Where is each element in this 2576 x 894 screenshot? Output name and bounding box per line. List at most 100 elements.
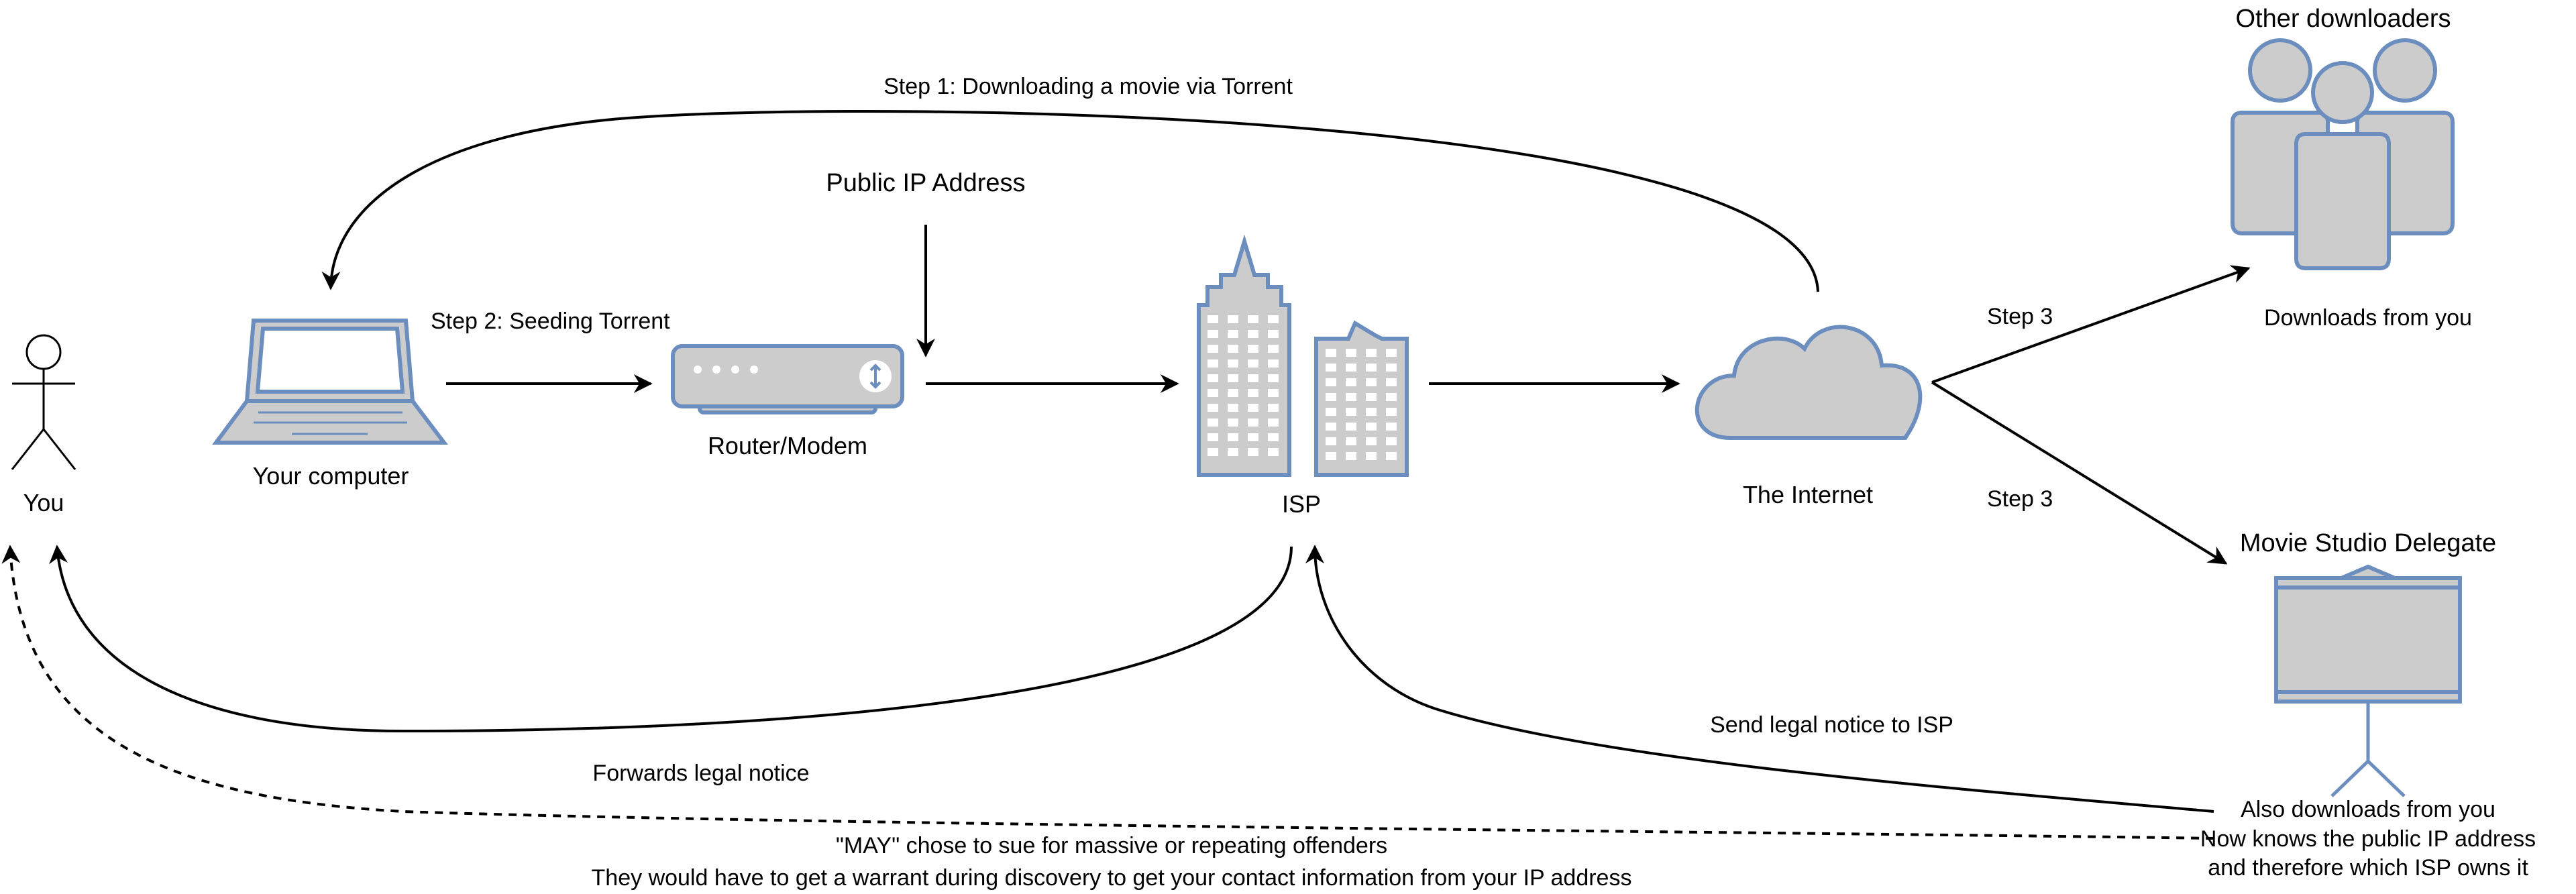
building-window (1228, 433, 1238, 441)
step1-label: Step 1: Downloading a movie via Torrent (883, 74, 1293, 99)
building-window (1248, 374, 1258, 382)
building-window (1268, 433, 1279, 441)
send-notice-arrow (1305, 545, 2214, 813)
building-window (1366, 452, 1377, 460)
cloud-icon (1695, 325, 1923, 440)
building-window (1386, 423, 1397, 431)
building-window (1208, 359, 1218, 368)
laptop-icon (212, 319, 449, 445)
movie-studio-caption-3: and therefore which ISP owns it (2208, 855, 2528, 881)
building-window (1366, 393, 1377, 401)
building-window (1386, 437, 1397, 445)
building-window (1346, 364, 1356, 372)
building-window (1366, 378, 1377, 386)
building-window (1268, 315, 1279, 323)
building-window (1268, 359, 1279, 368)
building-window (1346, 423, 1356, 431)
other-downloaders-label: Other downloaders (2235, 5, 2451, 33)
building-window (1228, 374, 1238, 382)
building-window (1366, 349, 1377, 357)
building-window (1208, 315, 1218, 323)
forwards-notice-label: Forwards legal notice (592, 761, 809, 786)
building-window (1208, 433, 1218, 441)
building-window (1268, 448, 1279, 456)
building-window (1248, 359, 1258, 368)
building-window (1208, 418, 1218, 427)
building-window (1346, 393, 1356, 401)
building-window (1326, 364, 1336, 372)
step1-arrow (321, 110, 1819, 292)
internet-label: The Internet (1743, 481, 1873, 508)
building-window (1386, 378, 1397, 386)
building-window (1248, 448, 1258, 456)
building-window (1268, 345, 1279, 353)
building-window (1228, 389, 1238, 397)
building-window (1208, 345, 1218, 353)
building-window (1268, 404, 1279, 412)
building-window (1268, 389, 1279, 397)
movie-studio-label: Movie Studio Delegate (2240, 529, 2496, 557)
building-window (1248, 418, 1258, 427)
isp-buildings-icon (1197, 234, 1409, 477)
step3-up-arrow (1931, 265, 2251, 384)
computer-label: Your computer (253, 462, 409, 490)
building-window (1228, 330, 1238, 338)
building-window (1386, 408, 1397, 416)
building-window (1248, 404, 1258, 412)
building-window (1208, 330, 1218, 338)
building-window (1248, 433, 1258, 441)
building-window (1248, 330, 1258, 338)
building-window (1268, 418, 1279, 427)
public-ip-label: Public IP Address (826, 169, 1025, 197)
forwards-notice-arrow (49, 545, 1293, 733)
building-window (1326, 452, 1336, 460)
building-window (1366, 364, 1377, 372)
isp-label: ISP (1282, 490, 1321, 518)
building-window (1326, 393, 1336, 401)
building-window (1208, 448, 1218, 456)
people-group-icon (2231, 38, 2455, 270)
building-window (1228, 418, 1238, 427)
building-window (1386, 349, 1397, 357)
building-window (1268, 374, 1279, 382)
may-sue-line-1: "MAY" chose to sue for massive or repeat… (836, 833, 1387, 858)
building-window (1228, 315, 1238, 323)
building-window (1326, 349, 1336, 357)
you-label: You (23, 489, 64, 516)
building-window (1248, 315, 1258, 323)
step3-up-label: Step 3 (1987, 304, 2053, 329)
building-window (1228, 345, 1238, 353)
building-window (1346, 437, 1356, 445)
building-window (1386, 452, 1397, 460)
building-window (1326, 437, 1336, 445)
building-window (1346, 378, 1356, 386)
building-window (1366, 408, 1377, 416)
you-stick-figure-icon (11, 334, 76, 470)
may-sue-arrow (1, 545, 2214, 840)
building-window (1386, 393, 1397, 401)
building-window (1208, 389, 1218, 397)
building-window (1228, 448, 1238, 456)
building-window (1326, 423, 1336, 431)
building-window (1228, 404, 1238, 412)
building-window (1326, 378, 1336, 386)
building-window (1326, 408, 1336, 416)
may-sue-line-2: They would have to get a warrant during … (592, 865, 1632, 891)
building-window (1346, 349, 1356, 357)
building-window (1208, 374, 1218, 382)
building-window (1366, 437, 1377, 445)
projector-screen-icon (2274, 564, 2462, 797)
building-window (1366, 423, 1377, 431)
building-window (1248, 389, 1258, 397)
building-window (1208, 404, 1218, 412)
movie-studio-caption-2: Now knows the public IP address (2200, 826, 2536, 852)
router-icon (671, 344, 904, 414)
building-window (1386, 364, 1397, 372)
step3-down-label: Step 3 (1987, 486, 2053, 512)
movie-studio-caption-1: Also downloads from you (2241, 797, 2496, 822)
building-window (1268, 330, 1279, 338)
building-window (1228, 359, 1238, 368)
building-window (1346, 408, 1356, 416)
router-label: Router/Modem (708, 432, 867, 459)
